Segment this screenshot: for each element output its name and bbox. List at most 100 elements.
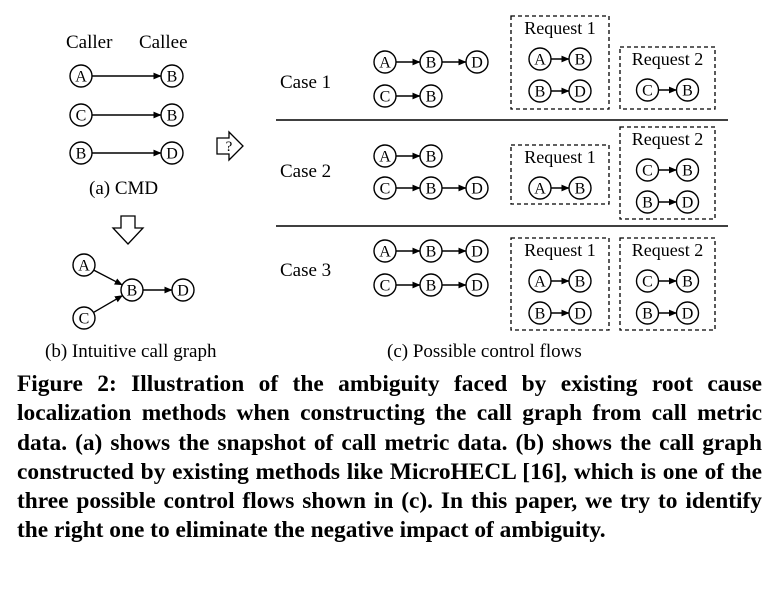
node-label: D [574,84,586,101]
node-label: A [534,181,546,198]
node-label: B [426,89,437,106]
node-label: B [575,181,586,198]
node-a: A [373,144,397,168]
node-label: A [75,69,87,86]
node-label: B [682,83,693,100]
node-c: C [69,103,93,127]
node-b: B [160,64,184,88]
node-label: B [642,195,653,212]
node-label: C [380,181,391,198]
request-label: Request 1 [524,18,596,38]
node-b: B [419,50,443,74]
node-a: A [373,239,397,263]
node-label: C [642,274,653,291]
node-label: A [78,258,90,275]
caller-header: Caller [66,32,113,53]
node-b: B [675,78,700,102]
node-label: B [426,278,437,295]
node-label: A [534,274,546,291]
node-label: B [642,306,653,323]
node-a: A [72,253,96,277]
node-c: C [373,176,397,200]
node-label: D [471,278,483,295]
figure-caption: Figure 2: Illustration of the ambiguity … [17,371,762,544]
node-label: D [166,146,178,163]
request-label: Request 2 [632,129,704,149]
node-d: D [465,50,489,74]
flows-caption: (c) Possible control flows [387,341,582,362]
callee-header: Callee [139,32,188,53]
node-label: B [575,274,586,291]
node-b: B [160,103,184,127]
node-d: D [568,301,592,325]
node-label: D [574,306,586,323]
node-c: C [635,158,660,182]
node-c: C [635,269,660,293]
node-b: B [528,301,552,325]
node-label: B [76,146,87,163]
hollow-arrow-down-icon [111,215,145,245]
node-b: B [419,273,443,297]
call-edge [93,269,123,286]
node-label: D [177,283,189,300]
node-label: B [167,108,178,125]
node-label: D [471,181,483,198]
node-label: D [471,244,483,261]
node-label: B [426,244,437,261]
node-label: A [534,52,546,69]
node-circle [72,253,96,277]
node-d: D [160,141,184,165]
node-b: B [568,176,592,200]
request-border [619,126,716,220]
node-b: B [528,79,552,103]
request-label: Request 1 [524,240,596,260]
case-label: Case 1 [280,72,331,93]
node-b: B [419,84,443,108]
node-label: B [426,181,437,198]
node-b: B [675,269,700,293]
node-label: B [535,84,546,101]
node-d: D [465,273,489,297]
node-b: B [568,269,592,293]
request-border [510,144,610,205]
node-a: A [69,64,93,88]
node-a: A [528,176,552,200]
node-a: A [373,50,397,74]
node-label: B [167,69,178,86]
request-label: Request 1 [524,147,596,167]
node-label: C [380,278,391,295]
request-border [510,237,610,331]
node-d: D [171,278,195,302]
node-circle [72,306,96,330]
node-label: D [682,306,694,323]
request-label: Request 2 [632,49,704,69]
node-label: B [575,52,586,69]
node-label: A [379,244,391,261]
node-b: B [419,144,443,168]
node-label: B [682,163,693,180]
node-d: D [675,301,700,325]
node-a: A [528,47,552,71]
node-label: A [379,149,391,166]
request-border [619,46,716,110]
cmd-rows: A B C B B D [69,64,184,165]
call-edge [93,295,123,314]
node-label: D [682,195,694,212]
node-b: B [675,158,700,182]
node-label: C [76,108,87,125]
node-c: C [72,306,96,330]
node-b: B [419,176,443,200]
node-label: C [380,89,391,106]
case-label: Case 2 [280,161,331,182]
node-b: B [568,47,592,71]
